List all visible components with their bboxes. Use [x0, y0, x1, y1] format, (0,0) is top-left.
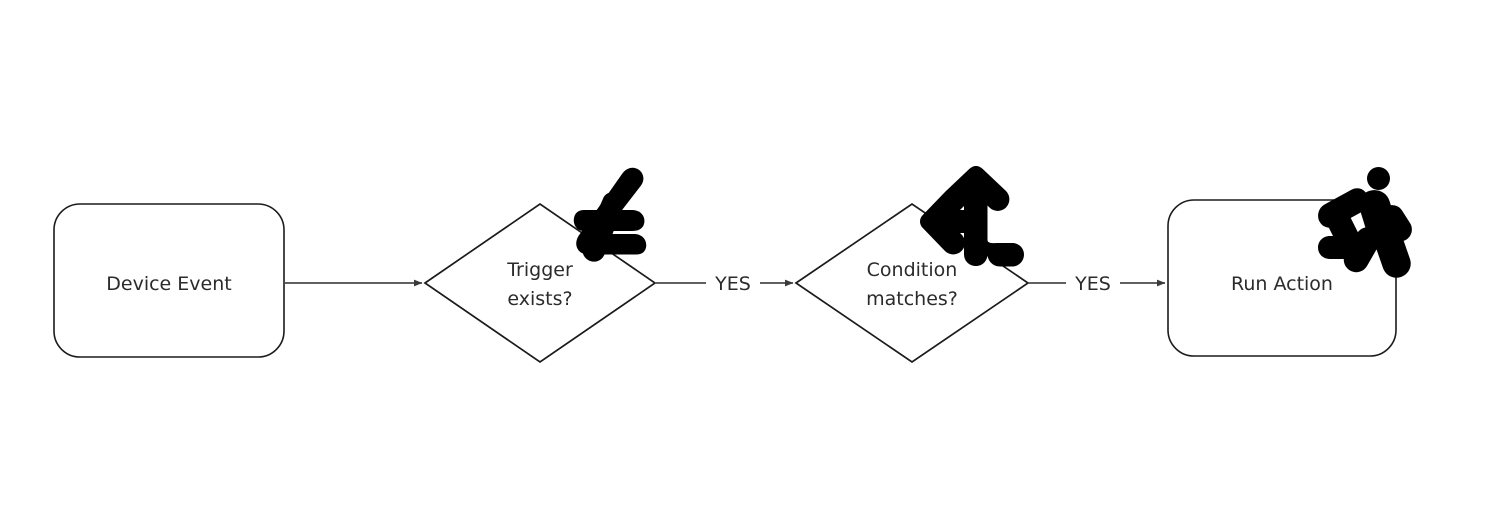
condition-matches-shape[interactable]	[794, 202, 1030, 364]
branch-arrow-icon	[920, 166, 1024, 267]
trigger-exists-label-line2: exists?	[507, 288, 572, 310]
node-run-action[interactable]: Run Action	[1167, 199, 1397, 357]
edge-condition-to-action: YES	[1028, 273, 1166, 295]
node-condition-matches[interactable]: Condition matches?	[794, 202, 1030, 364]
running-person-icon	[1318, 167, 1412, 278]
edge-trigger-to-condition: YES	[656, 273, 794, 295]
lightning-bolt-icon	[573, 167, 647, 262]
trigger-exists-label-line1: Trigger	[506, 259, 573, 281]
edge-label-yes-1: YES	[714, 273, 751, 295]
device-event-shape[interactable]	[53, 203, 285, 358]
node-device-event[interactable]: Device Event	[53, 203, 285, 358]
condition-matches-label-line1: Condition	[867, 259, 958, 281]
run-action-label: Run Action	[1231, 273, 1333, 295]
edge-label-yes-2: YES	[1074, 273, 1111, 295]
device-event-label: Device Event	[106, 273, 231, 295]
condition-matches-label-line2: matches?	[866, 288, 958, 310]
